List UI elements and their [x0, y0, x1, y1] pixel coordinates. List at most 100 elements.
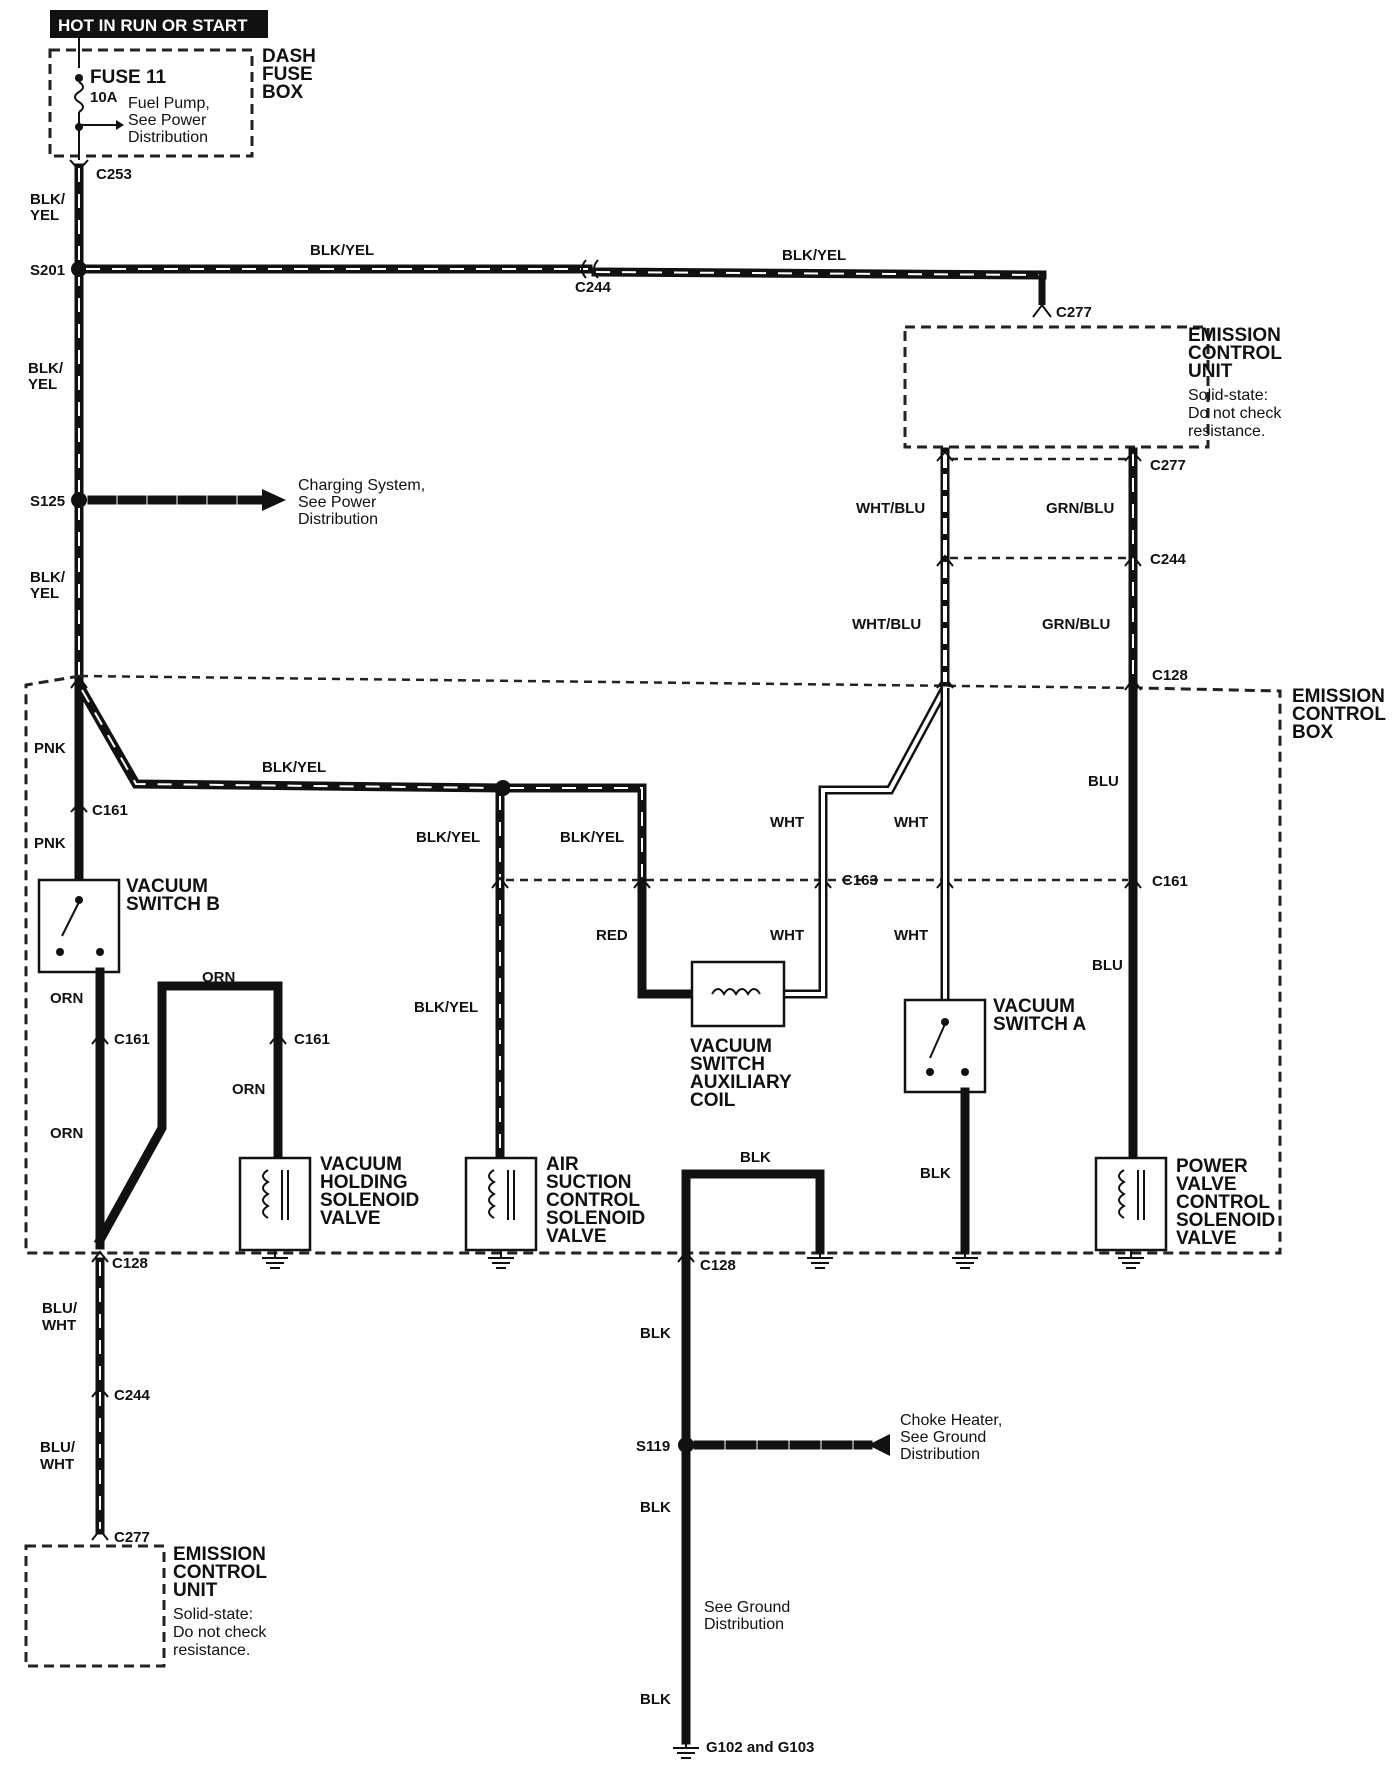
c163-label: C163: [842, 872, 878, 889]
fuse-11-symbol: [74, 81, 84, 113]
switch-b-terminal-node: [96, 948, 104, 956]
air-suction-solenoid-valve: [464, 1156, 538, 1252]
wht-label-3: WHT: [894, 814, 928, 831]
blk-loop-label: BLK: [740, 1149, 771, 1166]
blk-label-trunk-1: BLK: [640, 1325, 671, 1342]
blk-yel-aux-label: BLK/YEL: [560, 829, 624, 846]
power-valve-solenoid-valve: [1094, 1156, 1168, 1252]
c244-bottom-label: C244: [114, 1387, 151, 1404]
wht-blu-label-1: WHT/BLU: [856, 500, 925, 517]
c244-right-b-icon: [1124, 554, 1142, 567]
c244-right-a-icon: [936, 554, 954, 567]
vacuum-switch-a-label: VACUUM SWITCH A: [993, 996, 1087, 1035]
choke-heater-note: Choke Heater, See Ground Distribution: [900, 1412, 1007, 1463]
holding-valve-coil-icon: [262, 1169, 270, 1219]
emission-control-box: [24, 674, 1282, 1255]
s119-label: S119: [636, 1438, 670, 1455]
choke-heater-arrow-icon: [868, 1434, 890, 1456]
power-valve-label: POWER VALVE CONTROL SOLENOID VALVE: [1176, 1156, 1281, 1249]
ground-g102-g103-icon: [673, 1740, 699, 1759]
pnk-label-1: PNK: [34, 740, 66, 757]
blu-wht-label-1: BLU/ WHT: [42, 1300, 81, 1334]
c277-ecu-bottom-label: C277: [1150, 457, 1186, 474]
fuse-11-label: FUSE 11: [90, 67, 166, 88]
switch-b-contact-node: [56, 948, 64, 956]
blk-yel-top-stripe-b: [595, 271, 1043, 276]
c128-bottom-mid-icon: [677, 1250, 695, 1263]
ground-holding-valve-icon: [262, 1250, 288, 1269]
blu-label-1: BLU: [1088, 773, 1119, 790]
blk-yel-inner-stripe: [81, 689, 501, 789]
wht-aux-wire-fill: [784, 687, 947, 996]
c277-bottom-icon: [91, 1528, 109, 1541]
c161-orn-a-label: C161: [114, 1031, 150, 1048]
c244-top-connector-icon: [581, 259, 587, 279]
power-valve-coil-icon: [1118, 1169, 1126, 1219]
grn-blu-label-1: GRN/BLU: [1046, 500, 1114, 517]
blk-yel-label-2: BLK/ YEL: [28, 360, 67, 393]
c128-bottom-left-label: C128: [112, 1255, 148, 1272]
orn-label-3: ORN: [202, 969, 235, 986]
red-wire: [637, 885, 697, 999]
air-suction-valve-label: AIR SUCTION CONTROL SOLENOID VALVE: [546, 1154, 651, 1247]
ecu-grn-blu-pin-icon: [1124, 450, 1142, 462]
ground-power-valve-icon: [1118, 1250, 1144, 1269]
c128-bottom-left-icon: [91, 1250, 109, 1263]
ecu-bottom-title: EMISSION CONTROL UNIT: [173, 1544, 272, 1601]
vacuum-switch-a: [903, 998, 987, 1094]
orn-wire-loop: [93, 981, 283, 1247]
orn-label-1: ORN: [50, 990, 83, 1007]
switch-b-pivot: [75, 896, 83, 904]
power-header-label: HOT IN RUN OR START: [58, 16, 248, 35]
vacuum-switch-b-label: VACUUM SWITCH B: [126, 876, 220, 915]
orn-label-4: ORN: [232, 1081, 265, 1098]
charging-arrow-icon: [262, 489, 286, 511]
c244-bottom-icon: [91, 1385, 109, 1398]
blk-yel-top-label-b: BLK/YEL: [782, 247, 846, 264]
c161-orn-a-icon: [91, 1032, 109, 1045]
wht-blu-label-2: WHT/BLU: [852, 616, 921, 633]
wht-label-1: WHT: [770, 814, 804, 831]
switch-a-pivot: [941, 1018, 949, 1026]
ground-switch-a-icon: [952, 1250, 978, 1269]
c161-orn-b-label: C161: [294, 1031, 330, 1048]
power-header: [50, 10, 268, 38]
c128-top-label: C128: [1152, 667, 1188, 684]
c277-top-connector-icon: [1032, 303, 1052, 318]
fuse-top-node: [75, 74, 83, 82]
s119-splice: [678, 1437, 694, 1453]
pnk-label-2: PNK: [34, 835, 66, 852]
blk-label-trunk-2: BLK: [640, 1499, 671, 1516]
c277-top-label: C277: [1056, 304, 1092, 321]
vacuum-holding-solenoid-valve: [238, 1156, 312, 1252]
blu-label-2: BLU: [1092, 957, 1123, 974]
dash-fuse-box-label: DASH FUSE BOX: [262, 46, 321, 103]
c128-top-left-connector-icon: [70, 675, 88, 689]
switch-a-terminal-node: [961, 1068, 969, 1076]
ecu-top-title: EMISSION CONTROL UNIT: [1188, 325, 1287, 382]
c244-right-label: C244: [1150, 551, 1187, 568]
blk-yel-air-label-2: BLK/YEL: [414, 999, 478, 1016]
emission-control-unit-top: [903, 325, 1210, 449]
blk-label-switch-a: BLK: [920, 1165, 951, 1182]
s201-label: S201: [30, 262, 65, 279]
c128-bottom-mid-label: C128: [700, 1257, 736, 1274]
ground-air-suction-icon: [488, 1250, 514, 1269]
holding-valve-label: VACUUM HOLDING SOLENOID VALVE: [320, 1154, 425, 1229]
c128-top-connector-line: [79, 674, 1141, 690]
c161-orn-b-icon: [269, 1032, 287, 1045]
switch-b-contact: [61, 901, 80, 937]
red-label: RED: [596, 927, 628, 944]
orn-label-2: ORN: [50, 1125, 83, 1142]
blk-yel-to-aux-stripe: [510, 787, 643, 890]
fuel-pump-arrow-icon: [116, 120, 124, 130]
charging-system-note: Charging System, See Power Distribution: [298, 477, 430, 528]
c161-right-label: C161: [1152, 873, 1188, 890]
ground-blk-loop-icon: [807, 1250, 833, 1269]
wht-label-2: WHT: [770, 927, 804, 944]
ecu-top-note: Solid-state: Do not check resistance.: [1188, 387, 1286, 440]
blk-yel-inner-label: BLK/YEL: [262, 759, 326, 776]
aux-coil-icon: [711, 988, 761, 996]
blk-label-trunk-3: BLK: [640, 1691, 671, 1708]
